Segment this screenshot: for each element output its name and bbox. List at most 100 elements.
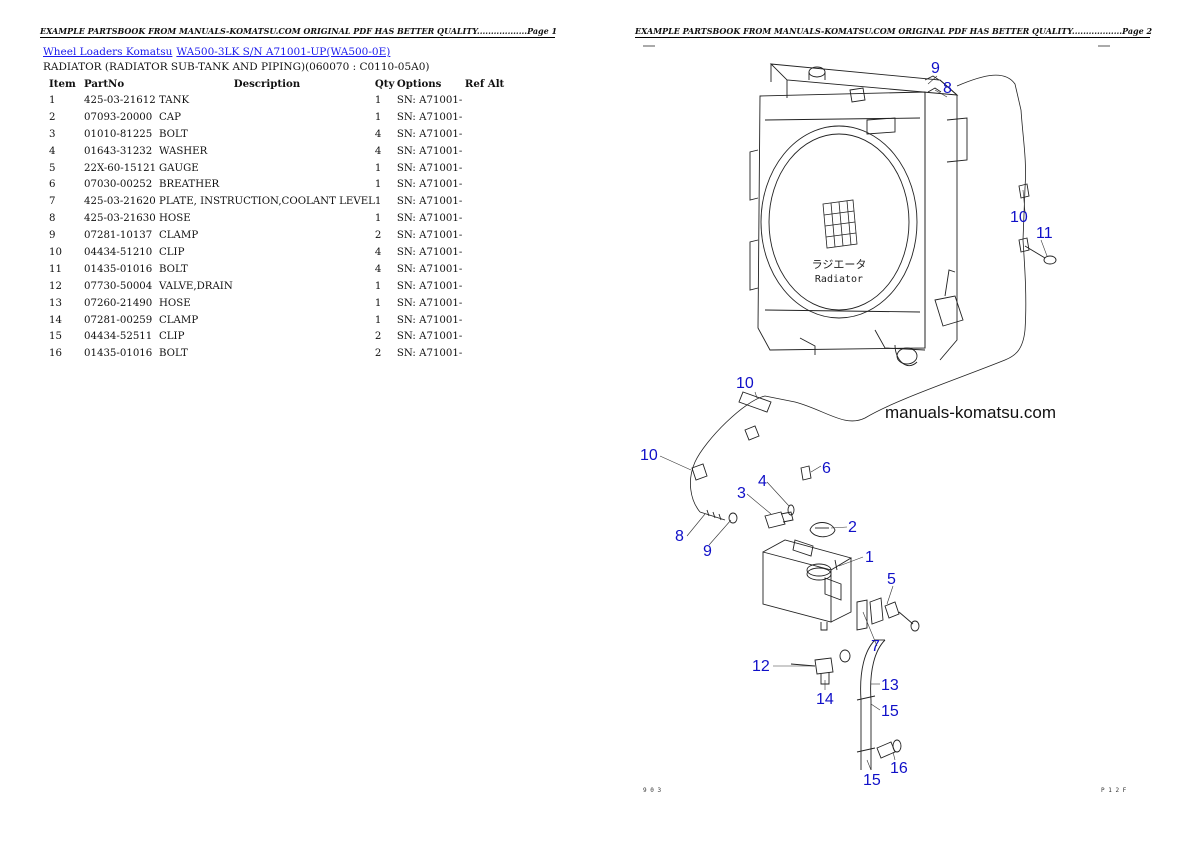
row-ref-alt [465,126,515,143]
row-options: SN: A71001- [396,128,463,140]
row-ref-alt [465,244,515,261]
row-qty: 1 [374,111,382,123]
row-partno: 07260-21490 [84,297,153,309]
row-options: SN: A71001- [396,314,463,326]
row-qty: 1 [374,179,382,191]
callout-1: 1 [865,549,874,566]
breadcrumb-category-link[interactable]: Wheel Loaders Komatsu [43,46,173,58]
callout-14: 14 [816,691,834,708]
row-ref-alt [465,227,515,244]
radiator-drawing [749,63,968,367]
row-partno: 01435-01016 [84,348,153,360]
callout-5: 5 [887,571,896,588]
row-partno: 04434-52511 [84,331,153,343]
page-footer-left: 9 0 3 [643,787,661,794]
callout-10: 10 [736,375,754,392]
breadcrumb-model-link[interactable]: WA500-3LK S/N A71001-UP(WA500-0E) [176,46,391,58]
row-options: SN: A71001- [396,94,463,106]
callout-16: 16 [890,760,908,777]
row-ref-alt [465,261,515,278]
row-partno: 425-03-21612 [84,94,156,106]
row-ref-alt [465,345,515,362]
row-item: 9 [49,230,56,242]
row-qty: 1 [374,213,382,225]
callout-8: 8 [675,528,684,545]
row-qty: 4 [374,145,382,157]
row-qty: 1 [374,314,382,326]
diagram-page: EXAMPLE PARTSBOOK FROM MANUALS-KOMATSU.C… [595,0,1190,842]
column-header-partno: PartNo [84,78,125,90]
row-qty: 1 [374,94,382,106]
header-divider [635,37,1150,38]
row-partno: 01010-81225 [84,128,153,140]
callout-15: 15 [881,703,899,720]
row-item: 6 [49,179,56,191]
parts-table: Item PartNo Description Qty Options Ref … [43,76,515,362]
row-options: SN: A71001- [396,331,463,343]
row-partno: 425-03-21620 [84,196,156,208]
callout-2: 2 [848,519,857,536]
row-ref-alt [465,109,515,126]
row-item: 14 [49,314,62,326]
row-item: 16 [49,348,62,360]
row-item: 5 [49,162,56,174]
row-partno: 01643-31232 [84,145,153,157]
row-ref-alt [465,193,515,210]
row-description: CLAMP [159,230,199,242]
row-item: 10 [49,246,62,258]
row-item: 4 [49,145,56,157]
row-ref-alt [465,210,515,227]
row-item: 8 [49,213,56,225]
row-description: HOSE [159,297,191,309]
row-item: 1 [49,94,56,106]
row-description: CLIP [159,331,185,343]
watermark-text: manuals-komatsu.com [885,403,1056,422]
row-partno: 01435-01016 [84,263,153,275]
page-header: EXAMPLE PARTSBOOK FROM MANUALS-KOMATSU.C… [635,26,1153,36]
page-header: EXAMPLE PARTSBOOK FROM MANUALS-KOMATSU.C… [40,26,558,36]
row-ref-alt [465,160,515,177]
row-partno: 22X-60-15121 [84,162,157,174]
row-options: SN: A71001- [396,230,463,242]
row-item: 2 [49,111,56,123]
row-ref-alt [465,143,515,160]
row-ref-alt [465,312,515,329]
row-partno: 07093-20000 [84,111,153,123]
row-description: CLIP [159,246,185,258]
header-divider [40,37,555,38]
callout-4: 4 [758,473,767,490]
row-options: SN: A71001- [396,196,463,208]
row-options: SN: A71001- [396,263,463,275]
radiator-label-jp: ラジエータ [812,258,867,271]
callout-3: 3 [737,485,746,502]
row-description: BOLT [159,128,188,140]
row-ref-alt [465,295,515,312]
row-description: BOLT [159,348,188,360]
row-partno: 07730-50004 [84,280,153,292]
row-item: 15 [49,331,62,343]
page-title: RADIATOR (RADIATOR SUB-TANK AND PIPING)(… [43,61,430,73]
row-qty: 1 [374,196,382,208]
row-options: SN: A71001- [396,111,463,123]
callout-9: 9 [703,543,712,560]
callout-15: 15 [863,772,881,789]
column-header-item: Item [49,78,76,90]
callout-10: 10 [640,447,658,464]
radiator-label-en: Radiator [815,274,863,285]
row-qty: 2 [374,348,382,360]
row-qty: 1 [374,297,382,309]
row-qty: 4 [374,246,382,258]
row-ref-alt [465,278,515,295]
